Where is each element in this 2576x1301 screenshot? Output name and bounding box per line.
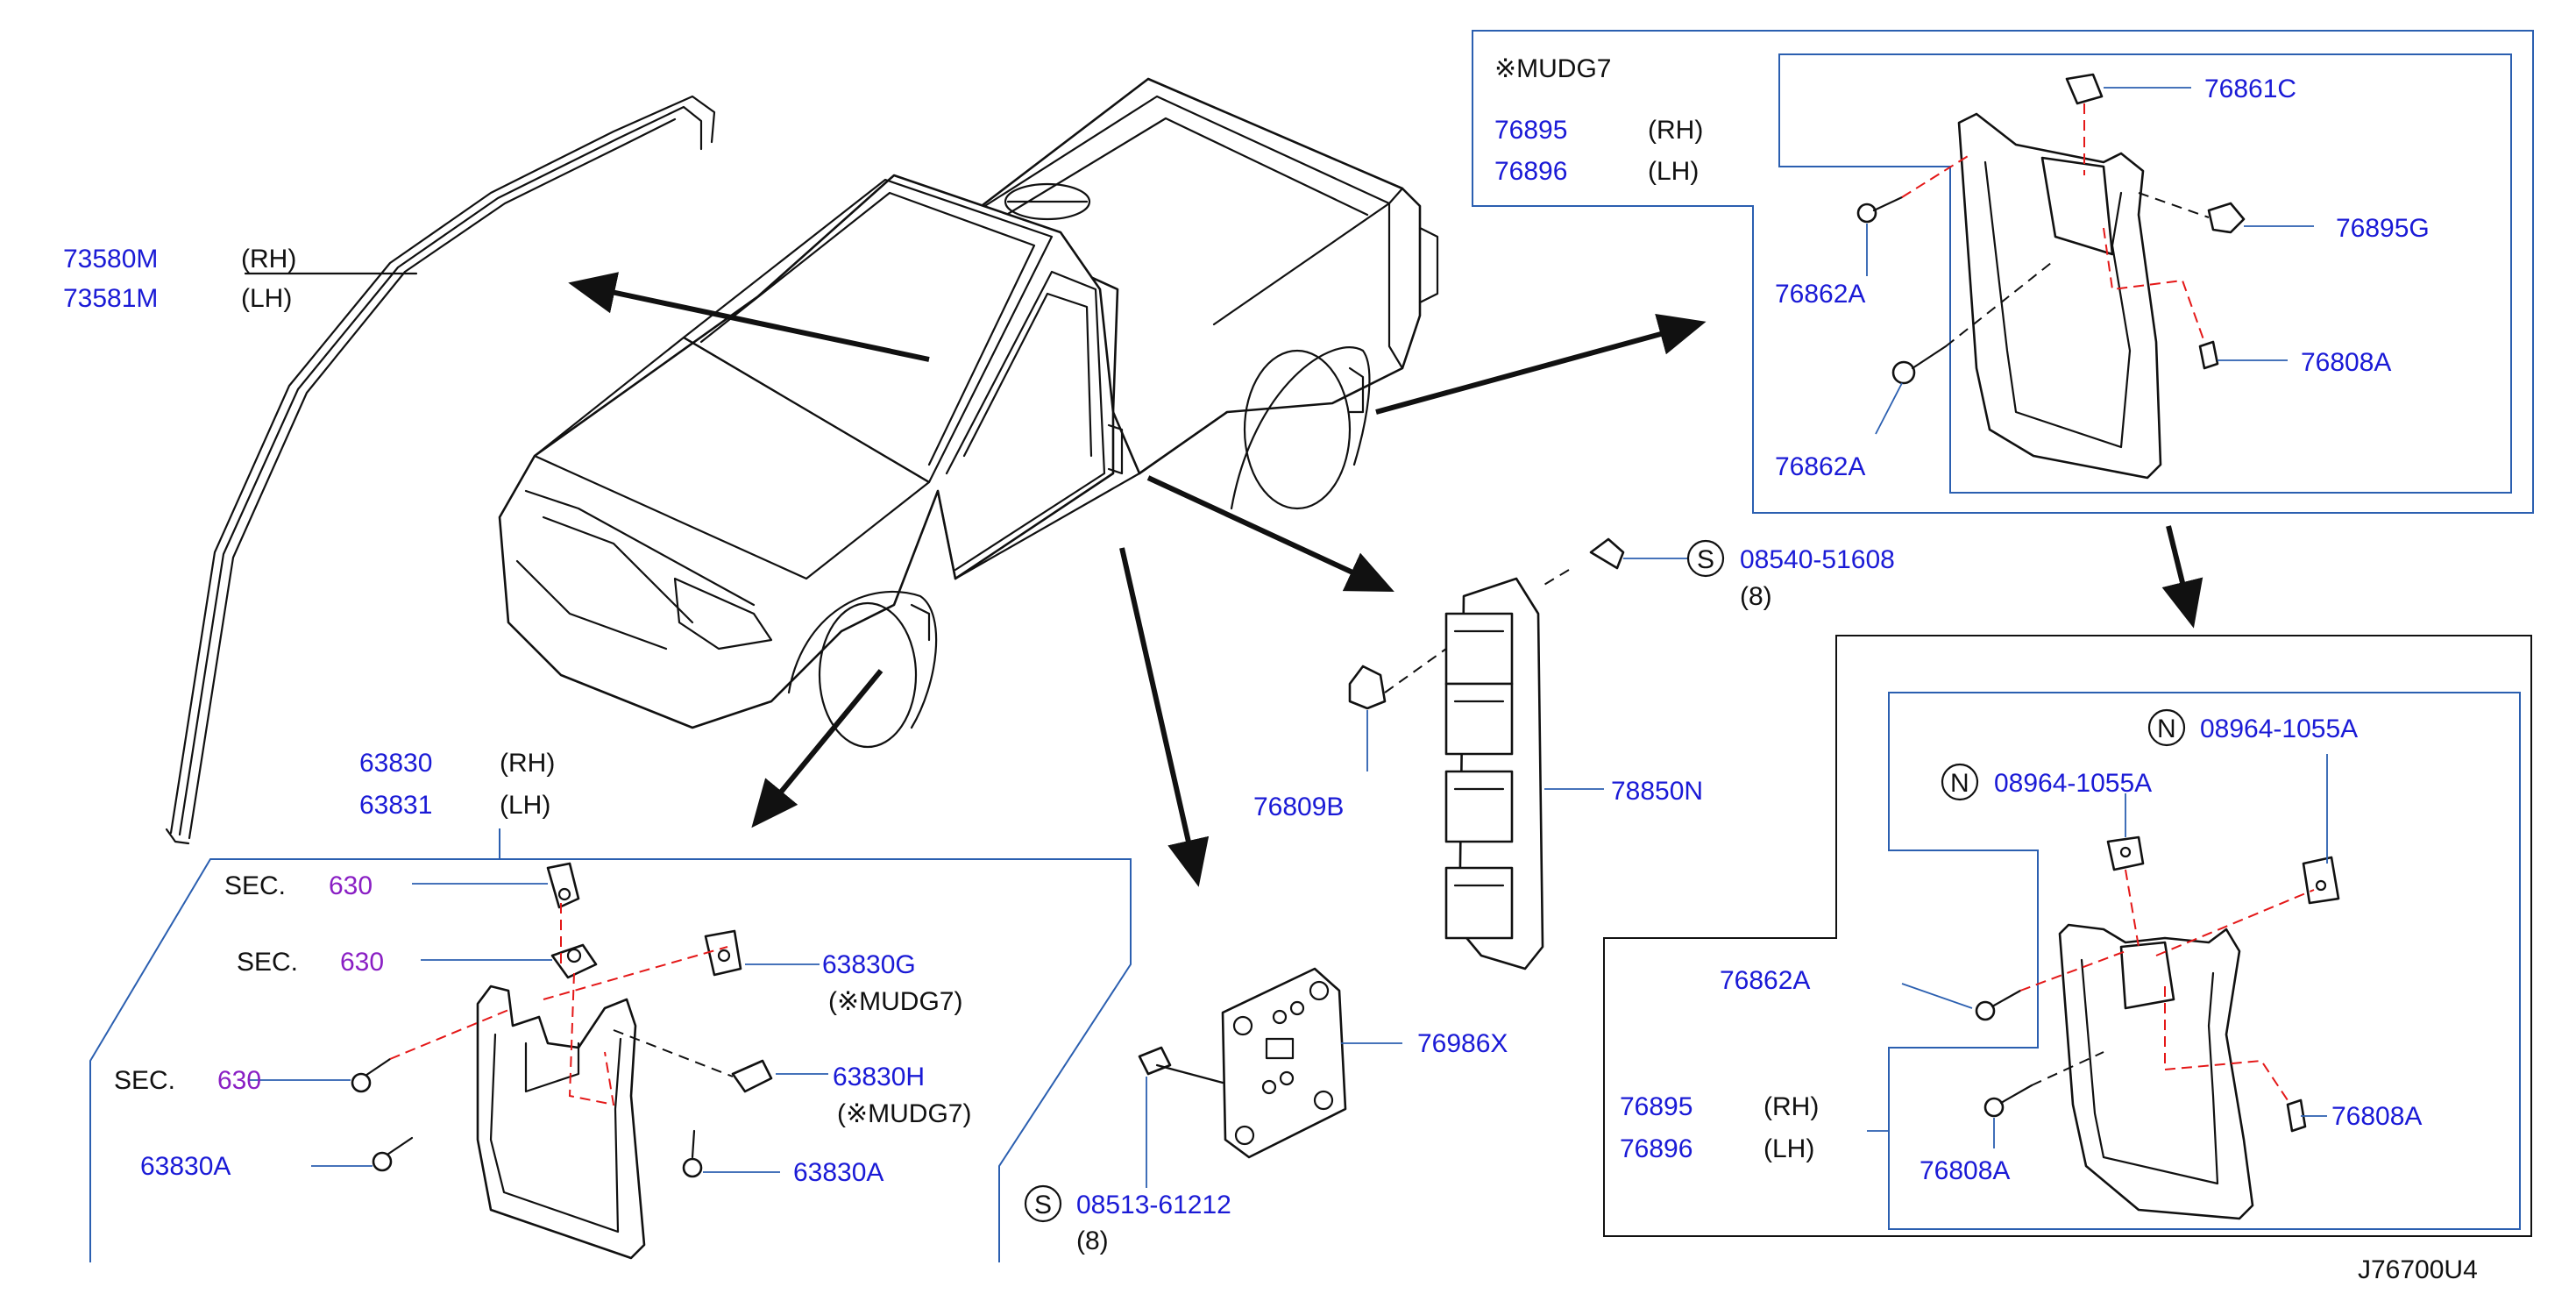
part-number-63830H: 63830H — [833, 1063, 925, 1091]
section-ref: SEC. — [224, 871, 286, 900]
option-note: (※MUDG7) — [837, 1099, 971, 1128]
part-number-76808A: 76808A — [2331, 1102, 2422, 1131]
part-number-08540-51608: 08540-51608 — [1740, 545, 1895, 574]
s-circle: S — [1034, 1191, 1052, 1219]
rear-mudguard-group: 76895 (RH) 76896 (LH) N 08964-1055A N 08… — [1603, 635, 2532, 1237]
section-ref: SEC. — [114, 1066, 175, 1095]
part-number-08513-61212: 08513-61212 — [1076, 1191, 1231, 1219]
side-label: (LH) — [500, 791, 550, 820]
part-number-76986X: 76986X — [1417, 1029, 1508, 1058]
part-number-73581M: 73581M — [63, 284, 158, 313]
part-number-63830A: 63830A — [140, 1152, 231, 1181]
part-number-63831: 63831 — [359, 791, 432, 820]
part-number-08964-1055A: 08964-1055A — [2200, 714, 2358, 743]
part-number-08964-1055A: 08964-1055A — [1994, 769, 2152, 798]
part-number-76861C: 76861C — [2204, 75, 2296, 103]
part-number-76895: 76895 — [1620, 1092, 1692, 1121]
section-number: 630 — [329, 871, 373, 900]
section-number: 630 — [340, 948, 384, 977]
side-label: (RH) — [500, 749, 555, 778]
roof-molding-callout: 73580M (RH) 73581M (LH) — [63, 245, 418, 313]
side-label: (RH) — [1763, 1092, 1819, 1121]
part-number-73580M: 73580M — [63, 245, 158, 274]
quantity-note: (8) — [1740, 582, 1772, 611]
quantity-note: (8) — [1076, 1226, 1109, 1255]
roof-molding-drawing — [165, 95, 716, 845]
side-label: (LH) — [241, 284, 292, 313]
part-number-76896: 76896 — [1494, 157, 1567, 186]
part-number-78850N: 78850N — [1611, 777, 1703, 806]
part-number-76862A: 76862A — [1720, 966, 1810, 995]
s-circle: S — [1697, 545, 1714, 574]
splash-shield-group: S 08513-61212 (8) 76986X — [1024, 967, 1508, 1255]
section-ref: SEC. — [237, 948, 298, 977]
part-number-76808A: 76808A — [2301, 348, 2391, 377]
part-number-76862A: 76862A — [1775, 280, 1865, 309]
n-circle: N — [2157, 714, 2176, 743]
part-number-76895G: 76895G — [2336, 214, 2430, 243]
part-number-76808A: 76808A — [1920, 1156, 2010, 1185]
part-number-76896: 76896 — [1620, 1134, 1692, 1163]
part-number-63830: 63830 — [359, 749, 432, 778]
part-number-63830A: 63830A — [793, 1158, 884, 1187]
callout-arrows — [568, 272, 2203, 887]
part-number-63830G: 63830G — [822, 950, 916, 979]
part-number-76862A: 76862A — [1775, 452, 1865, 481]
front-mudguard-group: 63830 (RH) 63831 (LH) SEC. 630 SEC. — [89, 749, 1132, 1262]
pickup-truck-drawing — [498, 77, 1439, 749]
rear-mudguard-mudg7-group: ※MUDG7 76895 (RH) 76896 (LH) 76861C 7689… — [1472, 30, 2534, 514]
sill-protector-group: S 08540-51608 (8) 76809B 78850N — [1253, 537, 1895, 970]
side-label: (RH) — [1648, 116, 1703, 145]
side-label: (LH) — [1763, 1134, 1814, 1163]
option-header: ※MUDG7 — [1494, 54, 1611, 83]
n-circle: N — [1950, 769, 1969, 798]
section-number: 630 — [217, 1066, 261, 1095]
part-number-76809B: 76809B — [1253, 793, 1344, 821]
option-note: (※MUDG7) — [828, 987, 962, 1016]
side-label: (RH) — [241, 245, 296, 274]
part-number-76895: 76895 — [1494, 116, 1567, 145]
side-label: (LH) — [1648, 157, 1699, 186]
diagram-code: J76700U4 — [2358, 1255, 2478, 1284]
